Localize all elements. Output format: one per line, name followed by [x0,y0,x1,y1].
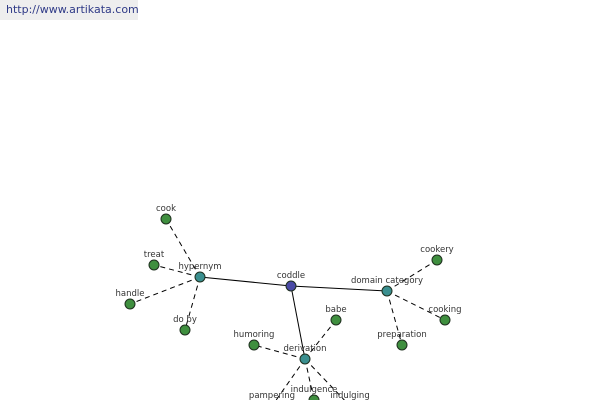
node-cookery[interactable]: cookery [420,245,454,266]
node-pampering[interactable]: pampering [249,391,295,400]
node-dot[interactable] [124,298,136,310]
node-indulgence[interactable]: indulgence [291,385,338,400]
node-derivation[interactable]: derivation [283,344,327,365]
node-dot[interactable] [285,280,297,292]
edge-derivation-indulgence [304,358,315,400]
node-humoring[interactable]: humoring [234,330,275,351]
node-label: preparation [377,330,427,340]
node-dot[interactable] [330,314,342,326]
node-label: do by [173,315,197,325]
edges-layer [129,218,446,400]
node-dot[interactable] [439,314,451,326]
node-dot[interactable] [396,339,408,351]
node-do-by[interactable]: do by [173,315,197,336]
nodes-layer: coddle hypernym domain category derivation c… [116,204,462,400]
edge-derivation-pampering [275,358,306,400]
node-label: hypernym [178,262,221,272]
node-label: derivation [283,344,326,354]
node-treat[interactable]: treat [144,250,165,271]
node-label: indulgence [291,385,338,395]
edge-domain-category-cooking [386,290,446,321]
node-domain-category[interactable]: domain category [351,276,423,297]
node-cooking[interactable]: cooking [428,305,462,326]
node-preparation[interactable]: preparation [377,330,427,351]
source-url[interactable]: http://www.artikata.com [0,0,139,20]
node-dot[interactable] [248,339,260,351]
node-dot[interactable] [160,213,172,225]
edge-derivation-indulging [304,358,345,400]
edge-coddle-domain-category [290,285,388,292]
node-dot[interactable] [148,259,160,271]
node-dot[interactable] [308,394,320,400]
node-handle[interactable]: handle [116,289,145,310]
node-dot[interactable] [381,285,393,297]
node-label: treat [144,250,165,260]
node-label: humoring [234,330,275,340]
edge-domain-category-preparation [386,290,403,346]
node-dot[interactable] [194,271,206,283]
node-babe[interactable]: babe [325,305,347,326]
node-label: coddle [277,271,305,281]
node-dot[interactable] [179,324,191,336]
edge-hypernym-treat [153,264,201,278]
node-label: indulging [330,391,369,400]
node-label: babe [325,305,346,315]
node-label: pampering [249,391,295,400]
node-label: domain category [351,276,423,286]
node-label: cookery [420,245,453,255]
node-dot[interactable] [431,254,443,266]
node-indulging[interactable]: indulging [330,391,369,400]
node-dot[interactable] [299,353,311,365]
node-coddle[interactable]: coddle [277,271,305,292]
edge-hypernym-handle [129,276,201,305]
edge-coddle-hypernym [199,276,292,287]
node-label: cook [156,204,176,214]
node-cook[interactable]: cook [156,204,176,225]
node-label: cooking [428,305,461,315]
node-label: handle [116,289,145,299]
edge-domain-category-cookery [386,259,438,292]
edge-hypernym-do-by [184,276,201,331]
edge-hypernym-cook [165,218,201,278]
edge-coddle-derivation [290,285,306,360]
node-hypernym[interactable]: hypernym [178,262,222,283]
